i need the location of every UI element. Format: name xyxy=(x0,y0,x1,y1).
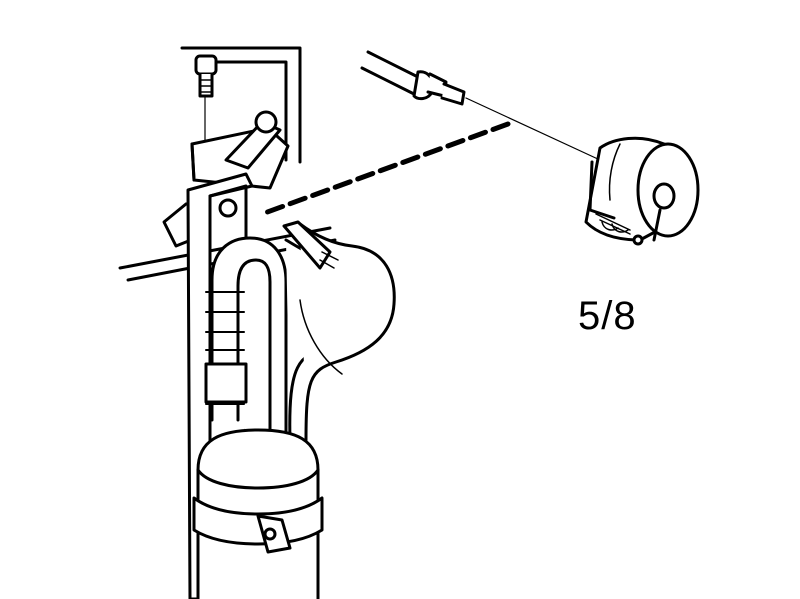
refrigerant-pipe xyxy=(360,50,466,106)
hose-assembly xyxy=(204,220,396,442)
pipe-size-label: 5/8 xyxy=(578,294,637,338)
pipe-coupling-detail xyxy=(584,136,700,246)
bolt xyxy=(194,54,218,98)
receiver-drier xyxy=(192,428,324,599)
